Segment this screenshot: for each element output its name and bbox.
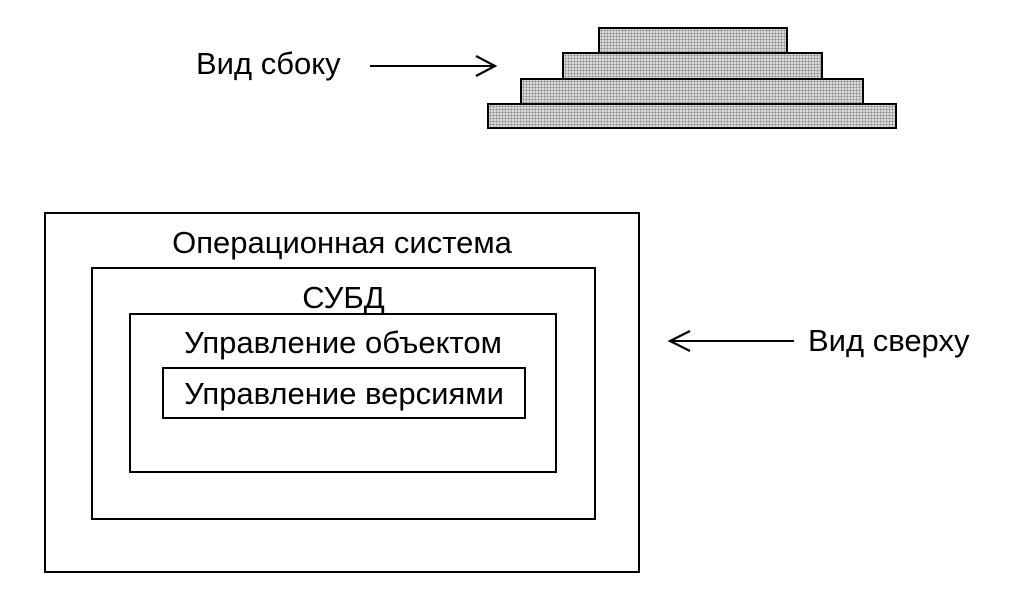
version-management-title: Управление версиями: [184, 376, 504, 411]
side-view-arrow-icon: [370, 55, 498, 77]
stack-layer-1: [598, 27, 788, 54]
stack-layer-3: [520, 78, 864, 105]
top-view-arrow-icon: [667, 330, 794, 352]
stack-layer-2: [562, 52, 823, 80]
stack-layer-4: [487, 103, 897, 129]
top-view-label: Вид сверху: [808, 323, 970, 358]
version-management-box: Управление версиями: [162, 367, 526, 419]
side-view-label: Вид сбоку: [196, 46, 341, 81]
os-title: Операционная система: [172, 225, 512, 260]
object-management-title: Управление объектом: [184, 325, 502, 360]
dbms-title: СУБД: [302, 280, 385, 315]
